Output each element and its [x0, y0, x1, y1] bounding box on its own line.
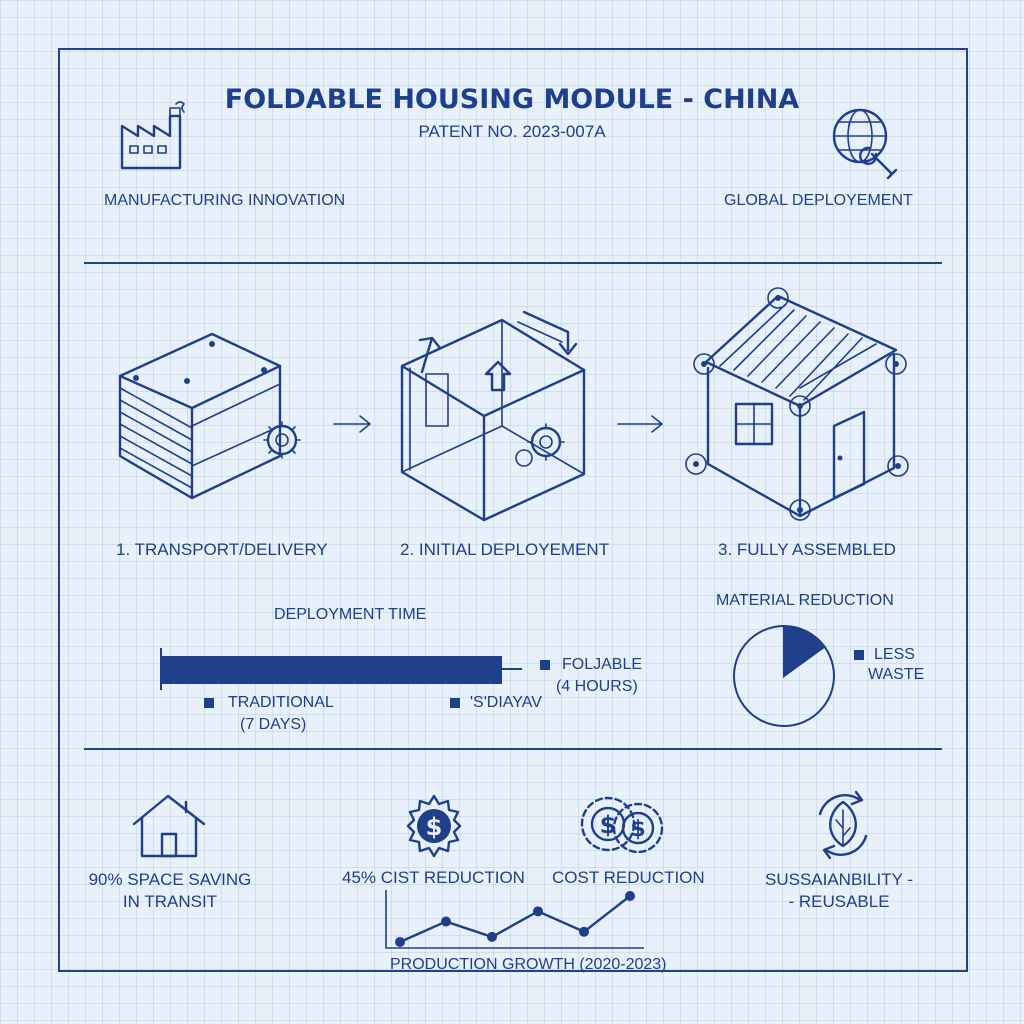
pie-slice-remainder: [733, 624, 835, 727]
dollar-gears-icon: $ $: [580, 796, 664, 854]
stage-2-label: 2. INITIAL DEPLOYEMENT: [400, 540, 610, 559]
growth-point: [533, 906, 543, 917]
feature-1-line1: 90% SPACE SAVING: [88, 870, 252, 889]
dollar-gear-icon: $: [406, 794, 462, 858]
legend-traditional-line2: (7 DAYS): [240, 716, 307, 733]
svg-text:$: $: [600, 811, 617, 839]
arrow-right-icon: [333, 415, 371, 433]
feature-3-label: COST REDUCTION: [552, 868, 705, 887]
legend-garbled-label: 'S'DIAYAV: [470, 694, 542, 711]
legend-waste-line1: LESS: [874, 646, 915, 663]
arrow-right-icon: [617, 415, 663, 433]
legend-foldable-line1: FOLJABLE: [562, 656, 643, 673]
leaf-recycle-icon: [818, 790, 868, 860]
bar-foldable-marker: [500, 668, 522, 670]
deployment-chart-title: DEPLOYMENT TIME: [274, 606, 427, 623]
legend-foldable-line2: (4 HOURS): [556, 678, 638, 695]
global-deployment-label: GLOBAL DEPLOYEMENT: [724, 192, 913, 209]
legend-traditional-line1: TRADITIONAL: [228, 694, 334, 711]
feature-1-line2: IN TRANSIT: [122, 892, 218, 911]
legend-waste-line2: WASTE: [868, 666, 925, 683]
growth-point: [625, 891, 635, 901]
manufacturing-label: MANUFACTURING INNOVATION: [104, 192, 346, 209]
feature-2-label: 45% CIST REDUCTION: [342, 868, 525, 887]
growth-series-line: [399, 895, 631, 944]
divider-top: [84, 262, 942, 264]
deployment-axis: [160, 648, 162, 690]
patent-number: PATENT NO. 2023-007A: [418, 122, 606, 141]
globe-wrench-icon: [832, 108, 898, 180]
legend-swatch-traditional: [204, 698, 214, 708]
production-caption: PRODUCTION GROWTH (2020-2023): [390, 956, 667, 973]
production-growth-chart: [385, 890, 644, 949]
legend-swatch-foldable: [540, 660, 550, 670]
feature-4-line1: SUSSAIANBILITY -: [764, 870, 913, 889]
stage-3-label: 3. FULLY ASSEMBLED: [718, 540, 896, 559]
factory-icon: [120, 101, 185, 170]
growth-point: [487, 931, 497, 942]
legend-swatch-waste: [854, 650, 864, 660]
house-icon: [132, 794, 206, 858]
svg-text:$: $: [630, 817, 645, 842]
folded-module-icon: [118, 332, 301, 500]
divider-bottom: [84, 748, 942, 750]
legend-swatch-other: [450, 698, 460, 708]
page-title: FOLDABLE HOUSING MODULE - CHINA: [224, 84, 800, 115]
blueprint-frame: [58, 48, 968, 972]
feature-4-line2: - REUSABLE: [788, 892, 890, 911]
assembled-house-icon: [685, 287, 909, 521]
growth-axes: [385, 890, 644, 949]
material-pie-chart: [733, 624, 835, 727]
growth-point: [395, 937, 405, 947]
growth-point: [579, 926, 589, 937]
svg-text:$: $: [426, 813, 443, 841]
growth-point: [441, 916, 451, 927]
unfolding-frame-icon: [400, 310, 586, 522]
bar-traditional: [162, 656, 502, 684]
material-chart-title: MATERIAL REDUCTION: [716, 592, 894, 609]
stage-1-label: 1. TRANSPORT/DELIVERY: [116, 540, 328, 559]
